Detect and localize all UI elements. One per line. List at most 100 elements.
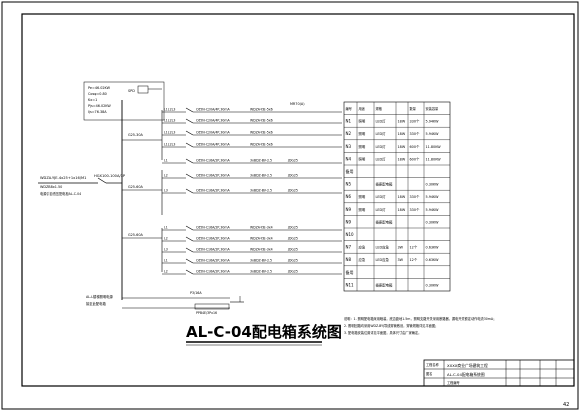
breaker-switch <box>185 188 194 194</box>
branch-pipe: JDG25 <box>287 189 298 193</box>
branch-cable: 3xBDZ-BV-2.5 <box>250 259 272 263</box>
subcircuit-label-2: 接至此配电箱 <box>86 301 106 306</box>
breaker-switch <box>185 130 194 136</box>
table-cell: LED灯 <box>376 131 387 136</box>
table-cell: 330个 <box>410 119 420 124</box>
project-name: XXXX商业广场建筑工程 <box>447 363 488 368</box>
branch-cable: WDZA-YJE-3x4 <box>250 237 273 241</box>
subcircuit-device: PPB4E/3Px16 <box>196 311 217 315</box>
branch-breaker: C65N-C20A/4P,30mA <box>196 143 230 147</box>
table-cell: N4 <box>346 156 352 161</box>
branch-phase: L2 <box>164 237 168 241</box>
sheet-number: 42 <box>563 402 569 408</box>
table-cell: N7 <box>346 245 352 250</box>
spd-label: SPD <box>128 89 135 93</box>
drawing-name: AL-C-04配电箱系统图 <box>447 372 485 377</box>
branch-breaker: C65N-C16A/2P,30mA <box>196 270 230 274</box>
table-cell: N8 <box>346 257 352 262</box>
branch-breaker: C65N-C16A/2P,30mA <box>196 237 230 241</box>
table-cell: N3 <box>346 144 352 149</box>
title-block: 工程名称 XXXX商业广场建筑工程 图名 AL-C-04配电箱系统图 工程编号 <box>423 359 575 387</box>
branch-breaker: C65N-C20A/4P,30mA <box>196 131 230 135</box>
table-cell: N10 <box>346 232 355 237</box>
branch-breaker: C65N-C16A/2P,30mA <box>196 226 230 230</box>
incoming-param: Cosφ=0.80 <box>88 92 107 96</box>
branch-phase: L2 <box>164 270 168 274</box>
branch-breaker: C65N-C16A/2P,30mA <box>196 248 230 252</box>
group-breaker-1: G25-30A <box>128 133 143 137</box>
table-cell: 11.80KW <box>426 145 442 149</box>
table-cell: 330个 <box>410 194 420 199</box>
branch-phase: L3 <box>164 189 168 193</box>
table-cell: LED应急 <box>376 257 390 262</box>
branch-cable: 3xBDZ-BV-2.5 <box>250 159 272 163</box>
table-cell: 应急 <box>359 257 366 262</box>
branch-breaker: C65N-C20A/4P,30mA <box>196 108 230 112</box>
branch-cable: 3xBDZ-BV-2.5 <box>250 174 272 178</box>
table-cell: 0.30KW <box>426 183 440 187</box>
table-cell: 5.94KW <box>426 132 440 136</box>
table-frame <box>343 101 451 292</box>
table-header: 用途 <box>359 106 366 111</box>
table-cell: 备用 <box>346 269 354 275</box>
table-cell: 照明 <box>359 208 366 212</box>
breaker-switch <box>185 142 194 148</box>
breaker-switch <box>185 236 194 242</box>
table-cell: 照明 <box>359 132 366 136</box>
table-cell: 600个 <box>410 144 420 149</box>
table-header: 数量 <box>410 106 417 111</box>
incoming-param: Pe=46.02KW <box>88 86 111 90</box>
branch-cable: WDZA-YJE-3x4 <box>250 226 273 230</box>
branch-cable: WDZA-YJE-5x6 <box>250 108 273 112</box>
branch-pipe: JDG25 <box>287 174 298 178</box>
table-cell: 插座配电箱 <box>376 219 394 224</box>
table-cell: 照明 <box>359 157 366 161</box>
breaker-switch <box>185 118 194 124</box>
breaker-switch <box>185 247 194 253</box>
branch-phase: L1L2L3 <box>164 143 175 147</box>
diagram-title: AL-C-04配电箱系统图 <box>186 323 342 341</box>
table-cell: LED灯 <box>376 156 387 161</box>
spd-box <box>137 85 149 94</box>
subcircuit-breaker: P3/16A <box>190 291 202 295</box>
table-cell: LED灯 <box>376 119 387 124</box>
table-cell: N9 <box>346 207 352 212</box>
branch-breaker: C65N-C16A/2P,30mA <box>196 189 230 193</box>
table-cell: 600个 <box>410 156 420 161</box>
incoming-conduit: WDZB8x1.50 <box>40 185 62 189</box>
notes: 说明：1. 照明配电箱采用暗装，底边距地1.5m，照明支路开关采用断路器，漏电开… <box>344 316 496 335</box>
lighting-subcircuit: AL-L楼梯照明电源 接至此配电箱 P3/16A PPB4E/3Px16 <box>86 291 244 315</box>
incoming-params-box <box>83 81 165 121</box>
table-cell: 照明 <box>359 120 366 124</box>
table-cell: N5 <box>346 182 352 187</box>
branch-phase: L2 <box>164 174 168 178</box>
incoming-cable: WDZA-YJE-4x25+1x16/M1 <box>40 176 86 180</box>
breaker-switch <box>185 258 194 264</box>
table-cell: 0.30KW <box>426 283 440 287</box>
table-header: 编号 <box>346 106 352 111</box>
branch-cable: WDZA-YJE-5x6 <box>250 119 273 123</box>
upper-meter-label: MR70(A) <box>290 102 305 106</box>
note-3: 3. 配电箱安装位置详见平面图，具体尺寸由厂家确定。 <box>344 330 421 335</box>
table-cell: 18W <box>398 157 406 161</box>
device-box <box>194 303 230 310</box>
table-cell: 5.94KW <box>426 195 440 199</box>
table-cell: 0.63KW <box>426 258 440 262</box>
table-cell: 插座配电箱 <box>376 182 394 187</box>
branch-breaker: C65N-C20A/4P,30mA <box>196 119 230 123</box>
branch-pipe: JDG25 <box>287 259 298 263</box>
table-cell: 0.30KW <box>426 220 440 224</box>
table-cell: 5.94KW <box>426 208 440 212</box>
main-breaker-label: HGX100-100A/3P <box>94 174 126 178</box>
table-cell: 330个 <box>410 131 420 136</box>
branch-breaker: C65N-C16A/2P,30mA <box>196 174 230 178</box>
